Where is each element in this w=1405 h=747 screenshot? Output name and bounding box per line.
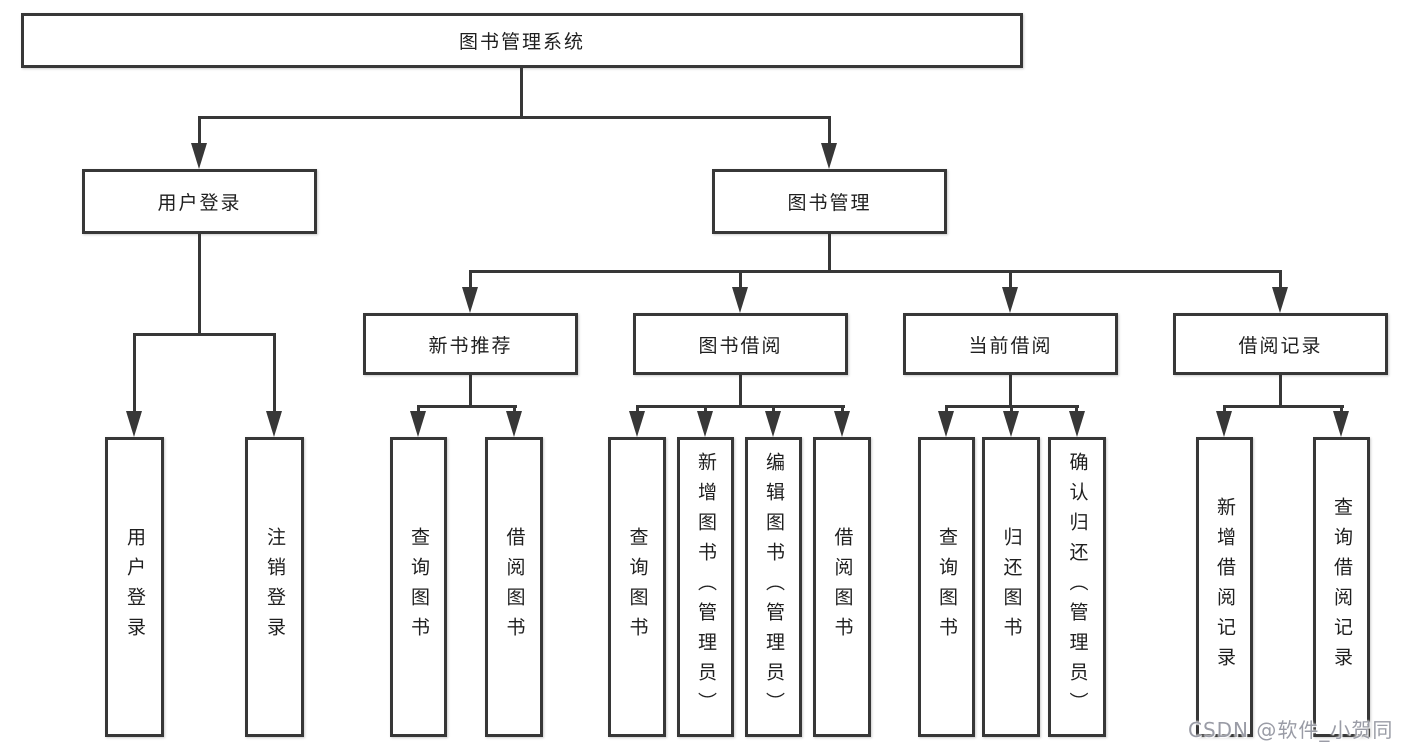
leaf-query-borrow-record-label: 查询借阅记录: [1331, 497, 1353, 677]
connector-line: [520, 68, 523, 118]
connector-line: [1009, 270, 1012, 289]
node-current-borrow-label: 当前借阅: [968, 334, 1053, 357]
arrowhead-down-icon: [1069, 411, 1085, 437]
arrowhead-down-icon: [266, 411, 282, 437]
arrowhead-down-icon: [126, 411, 142, 437]
leaf-borrow-books-recommend-label: 借阅图书: [503, 527, 526, 647]
arrowhead-down-icon: [697, 411, 713, 437]
connector-line: [828, 116, 831, 146]
connector-line: [133, 333, 276, 336]
node-book-borrow: 图书借阅: [633, 313, 848, 375]
leaf-add-borrow-record: 新增借阅记录: [1196, 437, 1253, 737]
connector-line: [198, 116, 201, 146]
connector-line: [469, 270, 472, 289]
leaf-query-books-recommend-label: 查询图书: [408, 527, 430, 647]
arrowhead-down-icon: [1272, 287, 1288, 313]
arrowhead-down-icon: [1003, 411, 1019, 437]
arrowhead-down-icon: [410, 411, 426, 437]
connector-line: [469, 375, 472, 408]
leaf-logout-label: 注销登录: [264, 527, 286, 647]
csdn-watermark: CSDN @软件_小贺同学: [1188, 718, 1394, 742]
connector-line: [841, 405, 844, 415]
arrowhead-down-icon: [1002, 287, 1018, 313]
arrowhead-down-icon: [834, 411, 850, 437]
arrowhead-down-icon: [191, 143, 207, 169]
node-new-book-recommend: 新书推荐: [363, 313, 578, 375]
connector-line: [636, 405, 845, 408]
connector-line: [513, 405, 516, 415]
node-user-login: 用户登录: [82, 169, 317, 234]
leaf-edit-book-admin: 编辑图书（管理员）: [745, 437, 802, 737]
leaf-query-books-current-label: 查询图书: [936, 527, 958, 647]
connector-line: [1223, 405, 1344, 408]
node-user-login-label: 用户登录: [157, 192, 242, 214]
arrowhead-down-icon: [732, 287, 748, 313]
leaf-user-login-label: 用户登录: [124, 527, 146, 647]
leaf-confirm-return-admin: 确认归还（管理员）: [1048, 437, 1106, 737]
node-borrow-records: 借阅记录: [1173, 313, 1388, 375]
arrowhead-down-icon: [462, 287, 478, 313]
connector-line: [198, 234, 201, 336]
node-new-book-recommend-label: 新书推荐: [428, 334, 513, 357]
connector-line: [1279, 375, 1282, 408]
connector-line: [1223, 405, 1226, 415]
connector-line: [739, 270, 742, 289]
node-borrow-records-label: 借阅记录: [1238, 334, 1323, 357]
node-current-borrow: 当前借阅: [903, 313, 1118, 375]
leaf-query-borrow-record: 查询借阅记录: [1313, 437, 1370, 737]
arrowhead-down-icon: [1216, 411, 1232, 437]
leaf-query-books-borrow-label: 查询图书: [626, 527, 649, 647]
connector-line: [133, 333, 136, 413]
connector-line: [469, 270, 1282, 273]
node-book-borrow-label: 图书借阅: [698, 334, 783, 357]
leaf-confirm-return-admin-label: 确认归还（管理员）: [1066, 452, 1089, 722]
connector-line: [739, 375, 742, 408]
arrowhead-down-icon: [629, 411, 645, 437]
node-root-label: 图书管理系统: [458, 31, 585, 53]
leaf-user-login: 用户登录: [105, 437, 164, 737]
leaf-borrow-book-label: 借阅图书: [831, 527, 854, 647]
node-book-management-label: 图书管理: [787, 192, 872, 214]
leaf-borrow-book: 借阅图书: [813, 437, 871, 737]
leaf-edit-book-admin-label: 编辑图书（管理员）: [763, 452, 785, 722]
leaf-query-books-borrow: 查询图书: [608, 437, 666, 737]
connector-line: [273, 333, 276, 413]
connector-line: [198, 116, 831, 119]
connector-line: [636, 405, 639, 415]
connector-line: [945, 405, 948, 415]
arrowhead-down-icon: [1333, 411, 1349, 437]
connector-line: [1279, 270, 1282, 289]
connector-line: [1075, 405, 1078, 415]
connector-line: [1009, 375, 1012, 408]
connector-line: [417, 405, 517, 408]
leaf-add-book-admin-label: 新增图书（管理员）: [695, 452, 717, 722]
leaf-logout: 注销登录: [245, 437, 304, 737]
node-root: 图书管理系统: [21, 13, 1023, 68]
arrowhead-down-icon: [765, 411, 781, 437]
arrowhead-down-icon: [938, 411, 954, 437]
leaf-query-books-current: 查询图书: [918, 437, 975, 737]
leaf-return-book-label: 归还图书: [1000, 527, 1023, 647]
leaf-query-books-recommend: 查询图书: [390, 437, 447, 737]
leaf-return-book: 归还图书: [982, 437, 1040, 737]
connector-line: [704, 405, 707, 415]
connector-line: [1010, 405, 1013, 415]
connector-line: [1340, 405, 1343, 415]
node-book-management: 图书管理: [712, 169, 947, 234]
arrowhead-down-icon: [821, 143, 837, 169]
connector-line: [772, 405, 775, 415]
connector-line: [417, 405, 420, 415]
arrowhead-down-icon: [506, 411, 522, 437]
leaf-borrow-books-recommend: 借阅图书: [485, 437, 543, 737]
connector-line: [828, 234, 831, 273]
leaf-add-book-admin: 新增图书（管理员）: [677, 437, 734, 737]
leaf-add-borrow-record-label: 新增借阅记录: [1214, 497, 1236, 677]
